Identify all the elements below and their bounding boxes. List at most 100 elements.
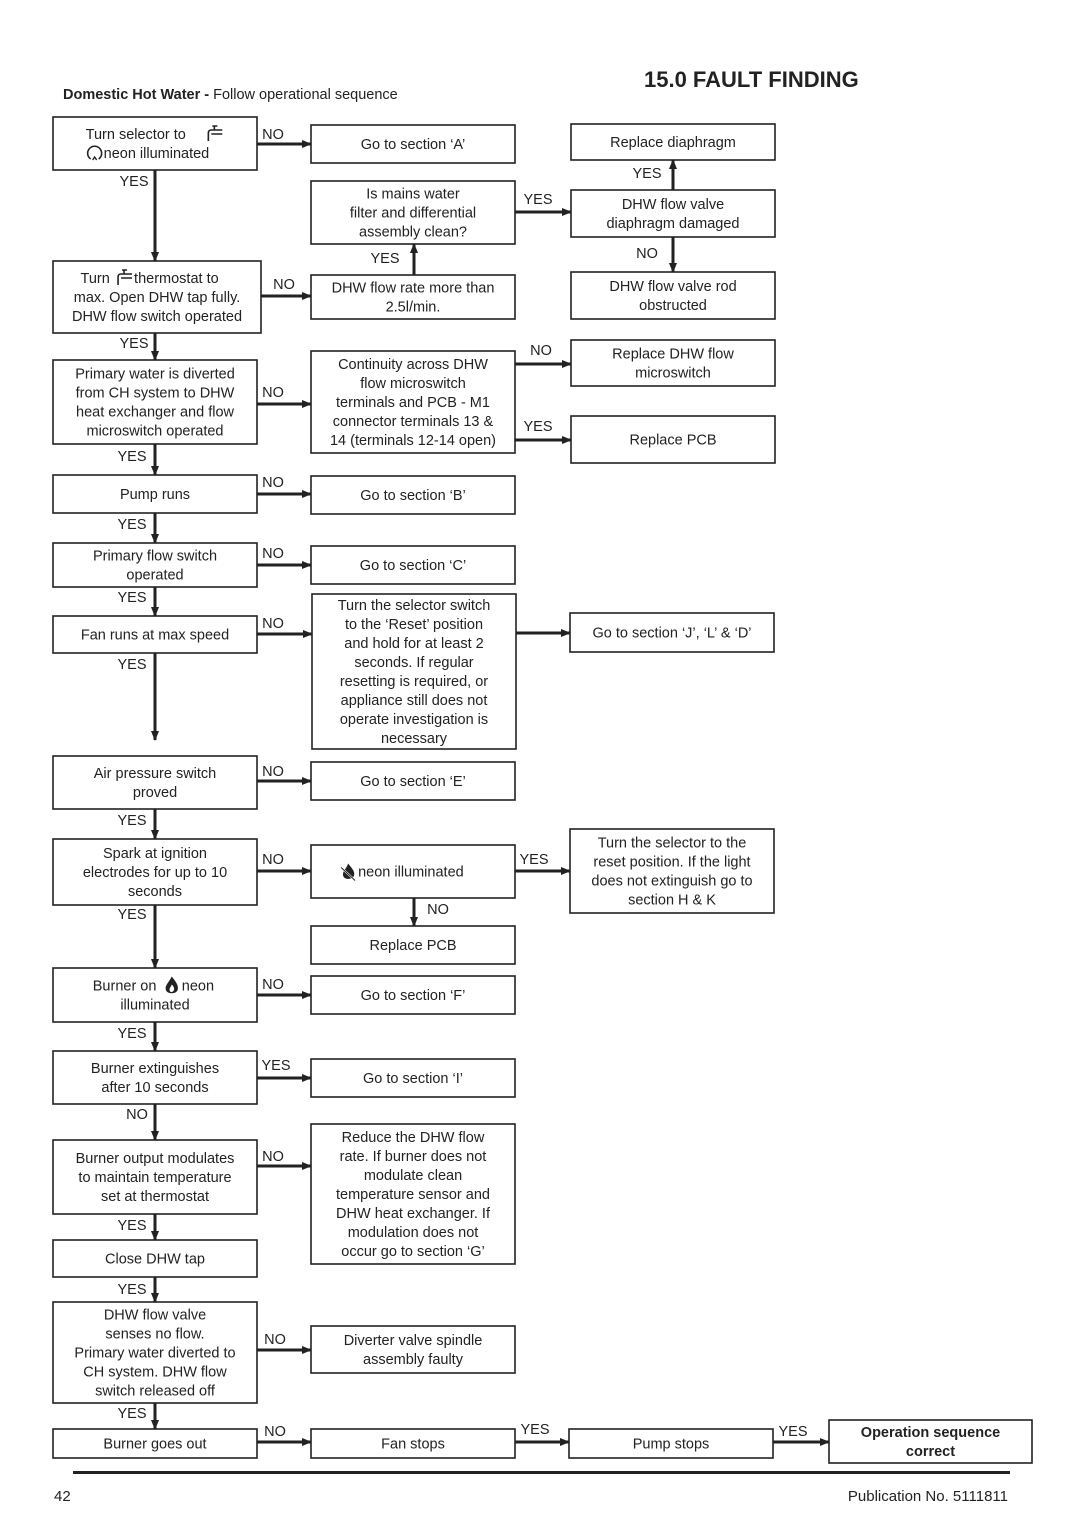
flow-box-text: Air pressure switch — [94, 766, 216, 782]
flow-box-sequence-correct: Operation sequence correct — [828, 1419, 1033, 1464]
flow-box-text: Replace diaphragm — [610, 135, 736, 151]
arrow-label-no: NO — [262, 852, 284, 868]
flow-box-text: 2.5l/min. — [386, 300, 441, 316]
flow-box-section-c: Go to section ‘C’ — [310, 545, 516, 585]
flow-box-primary-flow-switch: Primary flow switch operated — [52, 542, 258, 588]
flow-box-text: to the ‘Reset’ position — [345, 617, 483, 633]
arrow-label-yes: YES — [117, 1218, 146, 1234]
flow-box-reset-switch: Turn the selector switch to the ‘Reset’ p… — [311, 593, 517, 750]
arrow-label-yes: YES — [261, 1058, 290, 1074]
arrow-label-no: NO — [427, 902, 449, 918]
flow-box-text: proved — [133, 785, 177, 801]
flow-box-close-tap: Close DHW tap — [52, 1239, 258, 1278]
flow-box-section-b: Go to section ‘B’ — [310, 475, 516, 515]
arrow-label-yes: YES — [117, 1406, 146, 1422]
flow-box-text: heat exchanger and flow — [76, 405, 235, 421]
flow-box-text: DHW flow rate more than — [332, 281, 495, 297]
arrow-label-yes: YES — [117, 1026, 146, 1042]
flow-box-replace-diaphragm: Replace diaphragm — [570, 123, 776, 161]
flow-box-text: Go to section ‘B’ — [360, 488, 466, 504]
flow-box-spark-neon: neon illuminated — [310, 844, 516, 899]
arrow-label-no: NO — [262, 385, 284, 401]
flow-box-text: correct — [906, 1444, 955, 1460]
flow-box-text: Primary flow switch — [93, 549, 217, 565]
flow-box-text: set at thermostat — [101, 1189, 209, 1205]
flow-box-text: operate investigation is — [340, 712, 488, 728]
arrow-label-yes: YES — [632, 166, 661, 182]
diagram-subtitle: Domestic Hot Water - Follow operational … — [63, 87, 398, 103]
flow-box-rod-obstructed: DHW flow valve rod obstructed — [570, 271, 776, 320]
flow-box-text: terminals and PCB - M1 — [336, 395, 490, 411]
arrow-label-no: NO — [530, 343, 552, 359]
flow-box-pump-stops: Pump stops — [568, 1428, 774, 1459]
flow-box-text: occur go to section ‘G’ — [341, 1244, 484, 1260]
flow-box-text: Operation sequence — [861, 1425, 1000, 1441]
flow-box-text: seconds — [128, 884, 182, 900]
tap-icon — [117, 269, 133, 285]
arrow-label-yes: YES — [520, 1422, 549, 1438]
flow-box-text: Turn the selector switch — [338, 598, 491, 614]
flow-box-text: Replace PCB — [369, 938, 456, 954]
arrow-label-no: NO — [636, 246, 658, 262]
flow-box-text: modulation does not — [348, 1225, 479, 1241]
flow-box-text: senses no flow. — [105, 1327, 204, 1343]
flow-box-text: Continuity across DHW — [338, 357, 488, 373]
flow-box-text: illuminated — [120, 998, 189, 1014]
flow-box-text: neon — [182, 979, 214, 995]
flow-box-text: DHW flow valve — [104, 1308, 206, 1324]
arrow-label-yes: YES — [370, 251, 399, 267]
flow-box-section-e: Go to section ‘E’ — [310, 761, 516, 801]
flow-box-text: section H & K — [628, 893, 716, 909]
flow-box-text: Replace PCB — [629, 433, 716, 449]
arrow-label-yes: YES — [117, 813, 146, 829]
arrow-label-no: NO — [264, 1424, 286, 1440]
arrow-label-yes: YES — [523, 419, 552, 435]
flow-box-text: switch released off — [95, 1384, 216, 1400]
flow-box-text: Go to section ‘E’ — [360, 774, 466, 790]
flow-box-burner-out: Burner goes out — [52, 1428, 258, 1459]
flow-box-text: Replace DHW flow — [612, 347, 734, 363]
flow-box-text: DHW flow valve rod — [609, 279, 736, 295]
subtitle-bold: Domestic Hot Water - — [63, 87, 214, 103]
arrow-label-yes: YES — [523, 192, 552, 208]
flow-box-text: Burner goes out — [103, 1437, 206, 1453]
flow-box-text: microswitch operated — [87, 424, 224, 440]
flow-box-replace-pcb-2: Replace PCB — [310, 925, 516, 965]
page-number: 42 — [54, 1488, 71, 1505]
flow-box-text: necessary — [381, 731, 448, 747]
flow-box-text: Go to section ‘C’ — [360, 558, 466, 574]
flow-box-fan-max: Fan runs at max speed — [52, 615, 258, 654]
flow-box-section-i: Go to section ‘I’ — [310, 1058, 516, 1098]
flow-box-text: Pump stops — [633, 1437, 710, 1453]
flow-box-text: electrodes for up to 10 — [83, 865, 227, 881]
arrow-label-yes: YES — [117, 1282, 146, 1298]
flow-box-selector: Turn selector to neon illuminated — [52, 116, 258, 171]
arrow-label-yes: YES — [117, 517, 146, 533]
arrow-label-no: NO — [262, 475, 284, 491]
flow-box-spark: Spark at ignition electrodes for up to 10… — [52, 838, 258, 906]
flow-box-text: operated — [126, 568, 183, 584]
flow-box-text: Go to section ‘J’, ‘L’ & ‘D’ — [592, 626, 751, 642]
flow-box-text: neon illuminated — [358, 865, 464, 881]
flow-box-text: does not extinguish go to — [591, 874, 752, 890]
flow-box-text: Spark at ignition — [103, 846, 207, 862]
arrow-label-yes: YES — [117, 657, 146, 673]
flow-box-text: obstructed — [639, 298, 707, 314]
flow-box-text: modulate clean — [364, 1168, 462, 1184]
flow-box-section-f: Go to section ‘F’ — [310, 975, 516, 1015]
flow-box-text: Go to section ‘A’ — [361, 137, 466, 153]
flow-box-section-a: Go to section ‘A’ — [310, 124, 516, 164]
flow-box-text: DHW heat exchanger. If — [336, 1206, 491, 1222]
flow-box-text: assembly clean? — [359, 225, 467, 241]
flow-box-text: Pump runs — [120, 487, 190, 503]
flow-box-text: diaphragm damaged — [606, 216, 739, 232]
flow-box-text: Burner extinguishes — [91, 1061, 219, 1077]
